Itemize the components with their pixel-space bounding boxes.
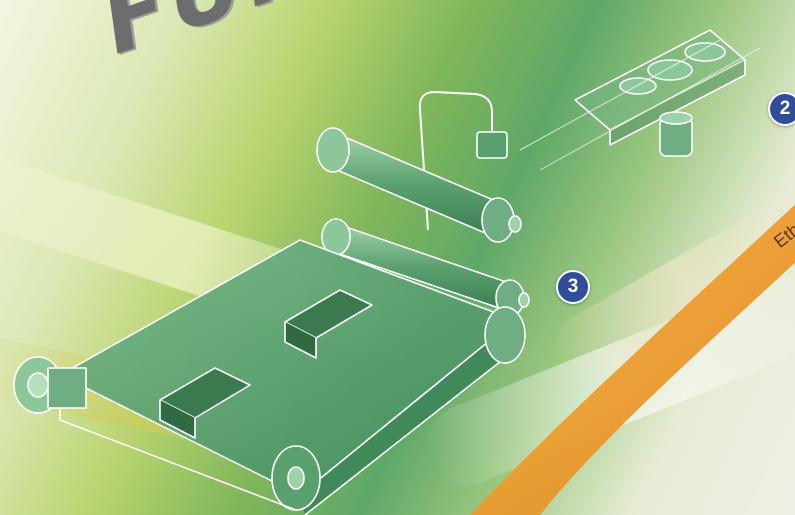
stamp-press-icon	[520, 30, 760, 170]
callout-badge-2: 2	[768, 92, 795, 126]
callout-badge-3: 3	[556, 270, 590, 304]
